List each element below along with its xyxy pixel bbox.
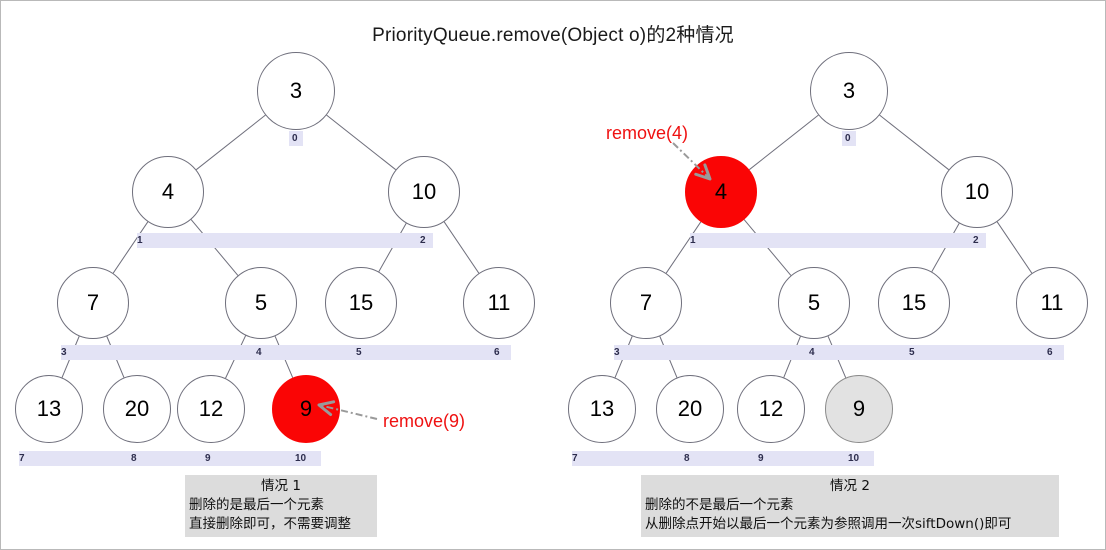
tree-node[interactable]: 3 xyxy=(810,52,888,130)
tree-node[interactable]: 10 xyxy=(388,156,460,228)
index-label: 9 xyxy=(205,453,211,464)
tree-node-label: 3 xyxy=(842,78,856,103)
tree-node[interactable]: 5 xyxy=(225,267,297,339)
index-label: 2 xyxy=(420,235,426,246)
tree-node-label: 5 xyxy=(254,290,268,315)
index-label: 1 xyxy=(137,235,143,246)
tree-node[interactable]: 7 xyxy=(610,267,682,339)
tree-node-label: 7 xyxy=(86,290,100,315)
index-band xyxy=(614,345,1064,360)
index-label: 7 xyxy=(572,453,578,464)
tree-node-label: 4 xyxy=(161,179,175,204)
tree-node-label: 20 xyxy=(124,396,150,421)
tree-node-label: 15 xyxy=(901,290,927,315)
index-label: 6 xyxy=(1047,347,1053,358)
remove-annotation-label: remove(4) xyxy=(606,123,689,143)
tree-node[interactable]: 15 xyxy=(325,267,397,339)
index-label: 6 xyxy=(494,347,500,358)
index-label: 3 xyxy=(61,347,67,358)
tree-node[interactable]: 13 xyxy=(15,375,83,443)
tree-node-label: 7 xyxy=(639,290,653,315)
tree-node[interactable]: 13 xyxy=(568,375,636,443)
index-label: 2 xyxy=(973,235,979,246)
tree-node-label: 11 xyxy=(487,290,511,315)
tree-node-label: 3 xyxy=(289,78,303,103)
tree-node-label: 12 xyxy=(198,396,224,421)
tree-node[interactable]: 4 xyxy=(685,156,757,228)
index-label: 3 xyxy=(614,347,620,358)
tree-node-label: 4 xyxy=(714,179,728,204)
tree-node-label: 11 xyxy=(1040,290,1064,315)
tree-node[interactable]: 12 xyxy=(737,375,805,443)
tree-node[interactable]: 12 xyxy=(177,375,245,443)
tree-node[interactable]: 3 xyxy=(257,52,335,130)
tree-node[interactable]: 20 xyxy=(103,375,171,443)
caption-line: 删除的是最后一个元素 xyxy=(189,497,324,513)
caption-line: 直接删除即可，不需要调整 xyxy=(189,516,351,532)
tree-node-label: 9 xyxy=(852,396,866,421)
tree-node[interactable]: 10 xyxy=(941,156,1013,228)
tree-node[interactable]: 7 xyxy=(57,267,129,339)
index-label: 0 xyxy=(845,133,851,144)
index-band xyxy=(289,131,303,146)
index-band xyxy=(19,451,321,466)
tree-edge xyxy=(665,221,702,274)
index-label: 0 xyxy=(292,133,298,144)
tree-node-label: 10 xyxy=(964,179,990,204)
index-label: 10 xyxy=(848,453,860,464)
index-band xyxy=(61,345,511,360)
index-band xyxy=(842,131,856,146)
tree-edge xyxy=(326,114,397,171)
case-caption: 情况 2 删除的不是最后一个元素从删除点开始以最后一个元素为参照调用一次siftD… xyxy=(641,475,1059,537)
index-label: 7 xyxy=(19,453,25,464)
index-label: 8 xyxy=(131,453,137,464)
tree-edge xyxy=(195,114,266,171)
index-label: 10 xyxy=(295,453,307,464)
index-band xyxy=(690,233,986,248)
index-label: 4 xyxy=(256,347,262,358)
index-label: 4 xyxy=(809,347,815,358)
case-caption: 情况 1 删除的是最后一个元素直接删除即可，不需要调整 xyxy=(185,475,377,537)
tree-node-label: 12 xyxy=(758,396,784,421)
index-label: 5 xyxy=(909,347,915,358)
index-band xyxy=(137,233,433,248)
tree-node[interactable]: 11 xyxy=(463,267,535,339)
tree-node[interactable]: 5 xyxy=(778,267,850,339)
index-label: 9 xyxy=(758,453,764,464)
tree-node-label: 9 xyxy=(299,396,313,421)
index-band xyxy=(572,451,874,466)
tree-node[interactable]: 20 xyxy=(656,375,724,443)
caption-line: 删除的不是最后一个元素 xyxy=(645,497,794,513)
tree-node[interactable]: 4 xyxy=(132,156,204,228)
tree-node-label: 13 xyxy=(589,396,615,421)
caption-line: 从删除点开始以最后一个元素为参照调用一次siftDown()即可 xyxy=(645,516,1012,532)
tree-edge xyxy=(879,114,950,171)
tree-edge xyxy=(748,114,819,171)
tree-edge xyxy=(996,221,1033,274)
tree-node[interactable]: 9 xyxy=(825,375,893,443)
index-label: 5 xyxy=(356,347,362,358)
tree-node[interactable]: 11 xyxy=(1016,267,1088,339)
tree-edge xyxy=(112,221,149,274)
page-title: PriorityQueue.remove(Object o)的2种情况 xyxy=(372,25,734,46)
caption-title: 情况 1 xyxy=(261,478,301,494)
remove-annotation-label: remove(9) xyxy=(383,411,466,431)
tree-node-label: 20 xyxy=(677,396,703,421)
tree-node[interactable]: 15 xyxy=(878,267,950,339)
index-label: 8 xyxy=(684,453,690,464)
tree-edge xyxy=(443,221,480,274)
tree-node-label: 13 xyxy=(36,396,62,421)
index-label: 1 xyxy=(690,235,696,246)
tree-node-label: 10 xyxy=(411,179,437,204)
caption-title: 情况 2 xyxy=(830,478,870,494)
tree-node-label: 5 xyxy=(807,290,821,315)
tree-node-label: 15 xyxy=(348,290,374,315)
tree-node[interactable]: 9 xyxy=(272,375,340,443)
